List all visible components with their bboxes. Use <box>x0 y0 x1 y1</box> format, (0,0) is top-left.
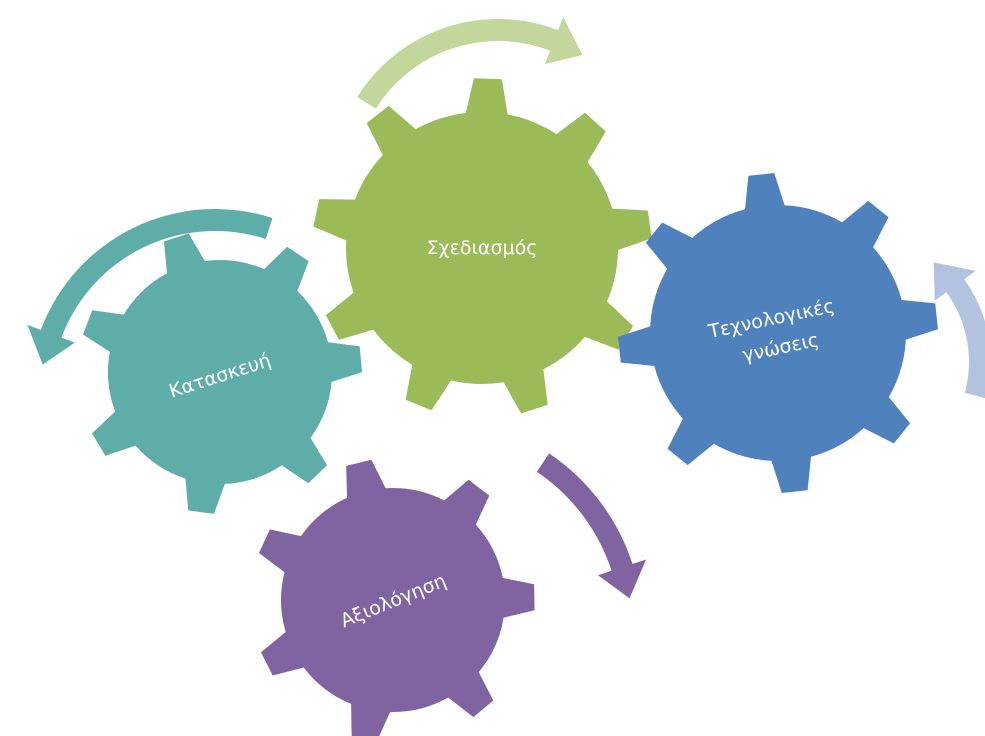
arrow-build <box>27 209 273 365</box>
gear-build: Κατασκευή <box>83 233 362 514</box>
arrow-tech-shape <box>933 262 985 399</box>
gear-design-shape <box>313 78 652 414</box>
gear-tech: Τεχνολογικές γνώσεις <box>618 173 938 493</box>
arrow-design-shape <box>357 16 583 109</box>
gear-design-label: Σχεδιασμός <box>427 237 538 259</box>
gear-eval-shape <box>259 459 535 736</box>
arrow-tech <box>933 262 985 399</box>
gear-eval: Αξιολόγηση <box>259 459 535 736</box>
arrow-eval <box>536 453 647 599</box>
gear-design: Σχεδιασμός <box>313 78 652 414</box>
gear-tech-shape <box>618 173 938 493</box>
gear-tech-label: Τεχνολογικές γνώσεις <box>706 294 849 373</box>
arrow-design <box>357 16 583 109</box>
arrow-build-shape <box>27 209 273 365</box>
gear-build-shape <box>83 233 362 514</box>
arrow-eval-shape <box>536 453 647 599</box>
